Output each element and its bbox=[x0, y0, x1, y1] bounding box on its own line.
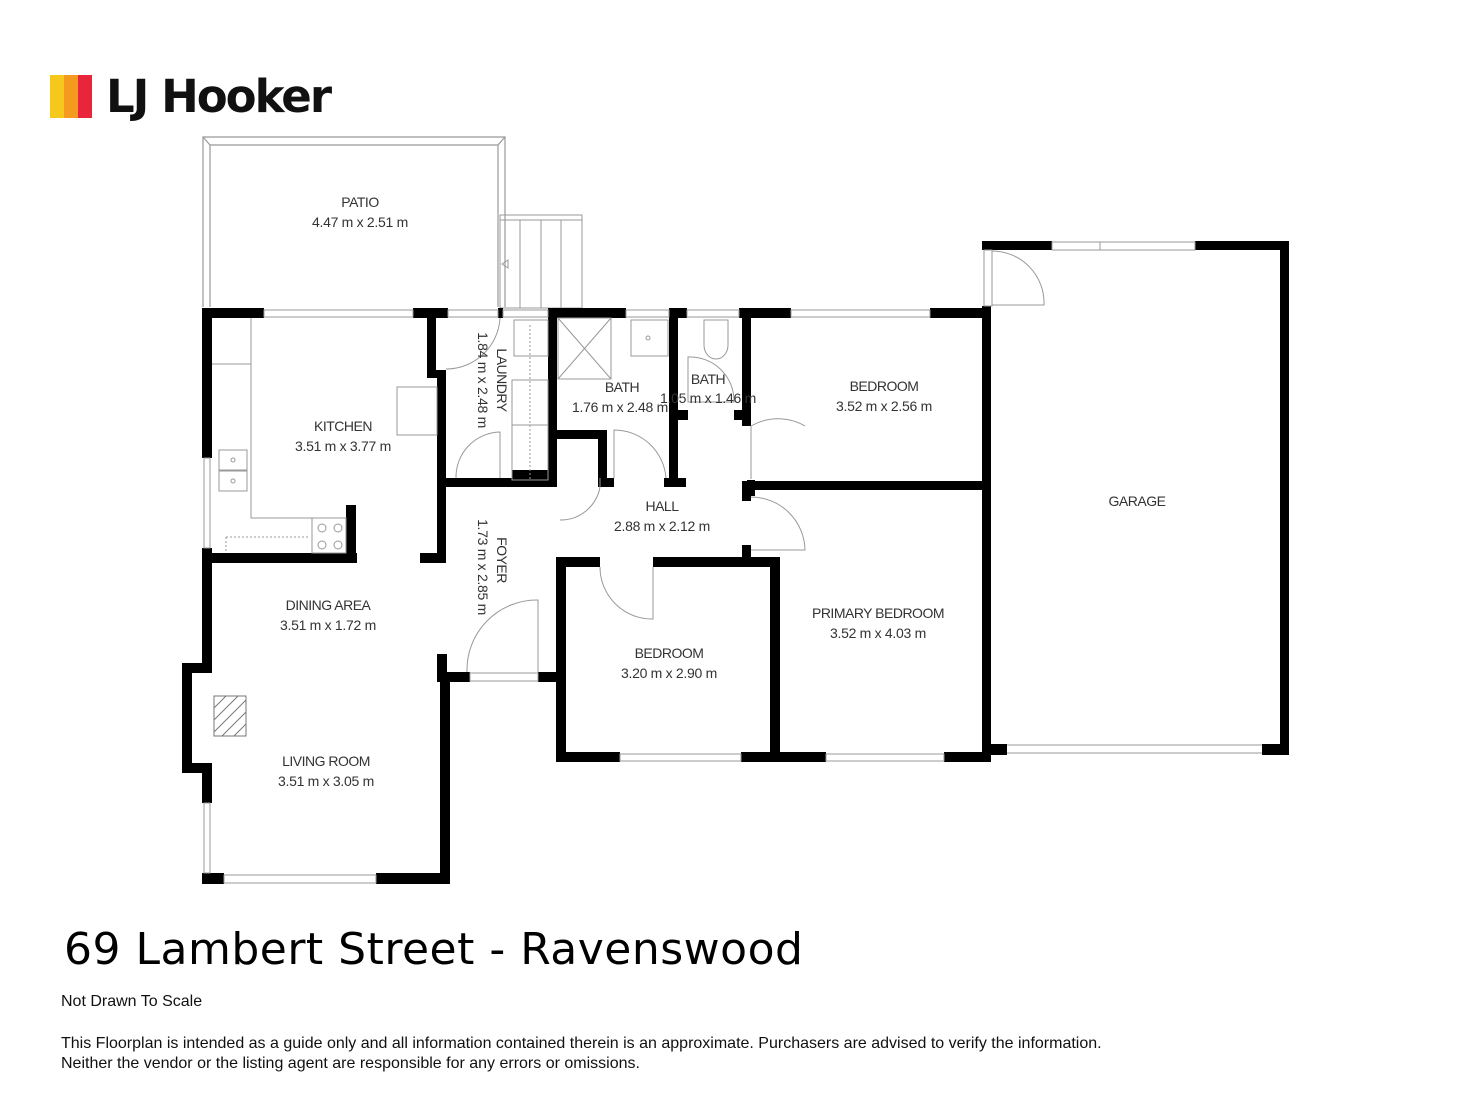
room-primary-name: PRIMARY BEDROOM bbox=[812, 605, 944, 621]
room-living-name: LIVING ROOM bbox=[282, 753, 370, 769]
lj-hooker-logo: LJ Hooker bbox=[50, 68, 332, 124]
garage-openings bbox=[983, 241, 1262, 754]
room-patio-dims: 4.47 m x 2.51 m bbox=[312, 214, 408, 230]
room-bedroom-top-name: BEDROOM bbox=[850, 378, 919, 394]
house-walls bbox=[182, 308, 991, 884]
disclaimer-line-2: Neither the vendor or the listing agent … bbox=[61, 1055, 640, 1072]
room-garage-name: GARAGE bbox=[1109, 493, 1166, 509]
room-bath-main-name: BATH bbox=[605, 379, 639, 395]
room-kitchen-dims: 3.51 m x 3.77 m bbox=[295, 438, 391, 454]
scale-note: Not Drawn To Scale bbox=[61, 993, 203, 1010]
kitchen-fixtures bbox=[212, 318, 438, 554]
room-dining-name: DINING AREA bbox=[286, 597, 372, 613]
room-bath-small-dims: 1.05 m x 1.46 m bbox=[660, 390, 756, 406]
room-labels: PATIO 4.47 m x 2.51 m KITCHEN 3.51 m x 3… bbox=[278, 194, 1166, 789]
room-bedroom-mid-name: BEDROOM bbox=[635, 645, 704, 661]
room-primary-dims: 3.52 m x 4.03 m bbox=[830, 625, 926, 641]
room-hall-name: HALL bbox=[645, 498, 679, 514]
room-living-dims: 3.51 m x 3.05 m bbox=[278, 773, 374, 789]
room-hall-dims: 2.88 m x 2.12 m bbox=[614, 518, 710, 534]
room-foyer-dims: 1.73 m x 2.85 m bbox=[475, 519, 491, 615]
disclaimer: This Floorplan is intended as a guide on… bbox=[61, 1034, 1102, 1074]
disclaimer-line-1: This Floorplan is intended as a guide on… bbox=[61, 1035, 1102, 1052]
room-patio-name: PATIO bbox=[341, 194, 379, 210]
room-laundry-dims: 1.84 m x 2.48 m bbox=[475, 332, 491, 428]
room-bath-main-dims: 1.76 m x 2.48 m bbox=[572, 399, 668, 415]
steps bbox=[499, 214, 583, 309]
bath-fixtures bbox=[445, 317, 806, 673]
room-bath-small-name: BATH bbox=[691, 371, 725, 387]
patio-outline bbox=[202, 136, 506, 307]
logo-wordmark: LJ Hooker bbox=[106, 69, 332, 123]
logo-stripes-icon bbox=[50, 74, 92, 118]
room-foyer-name: FOYER bbox=[494, 537, 510, 583]
room-bedroom-mid-dims: 3.20 m x 2.90 m bbox=[621, 665, 717, 681]
windows bbox=[203, 309, 945, 884]
room-bedroom-top-dims: 3.52 m x 2.56 m bbox=[836, 398, 932, 414]
fireplace bbox=[213, 695, 247, 737]
room-laundry-name: LAUNDRY bbox=[494, 348, 510, 412]
room-kitchen-name: KITCHEN bbox=[314, 418, 372, 434]
property-address: 69 Lambert Street - Ravenswood bbox=[64, 924, 804, 975]
room-dining-dims: 3.51 m x 1.72 m bbox=[280, 617, 376, 633]
